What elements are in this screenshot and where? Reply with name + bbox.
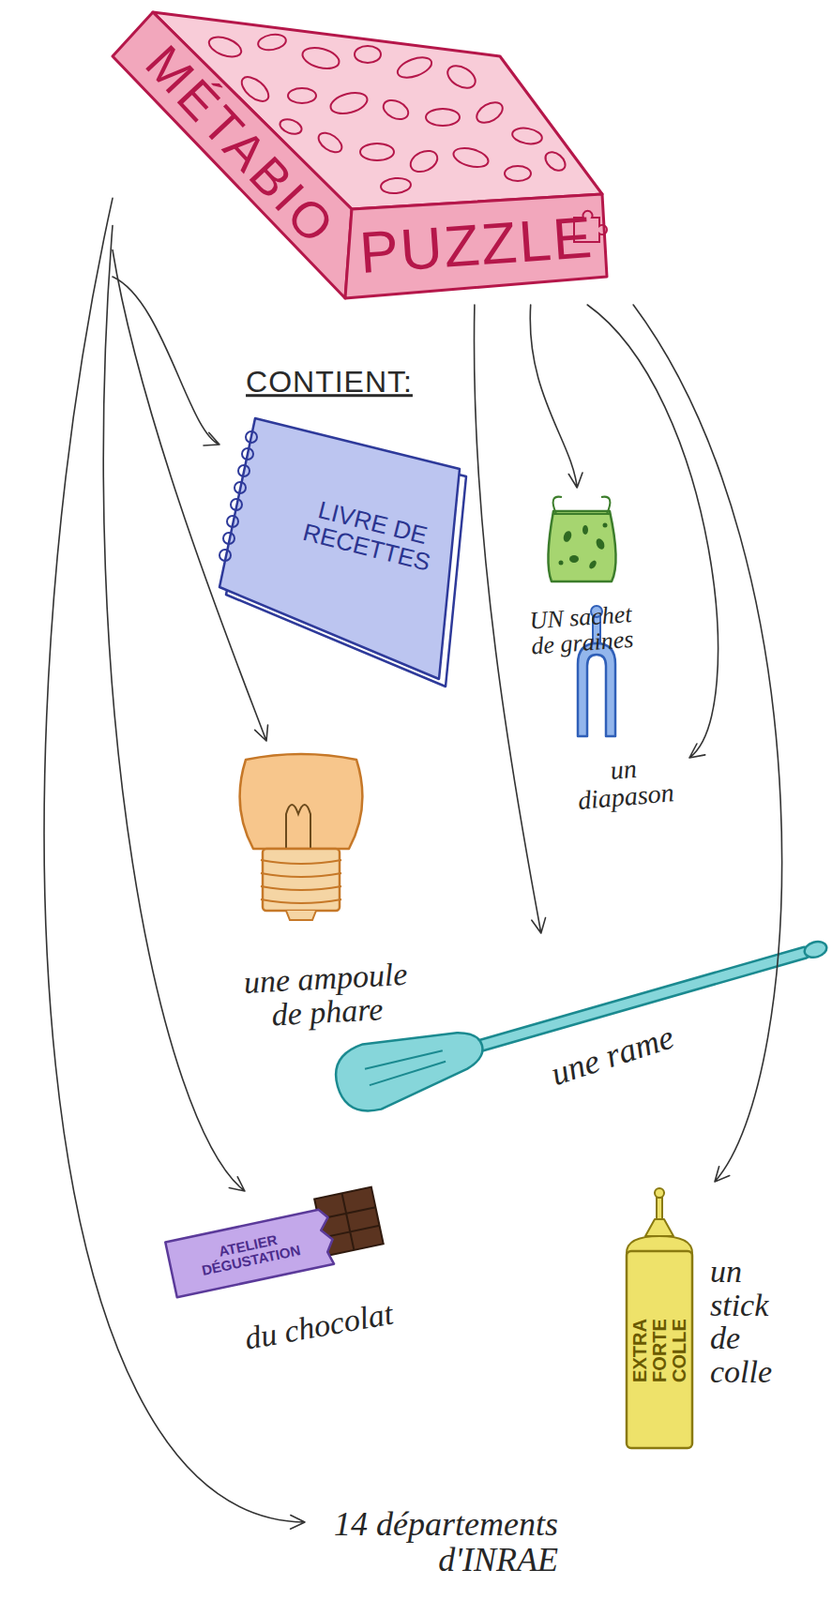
bulb-item: une ampoule de phare: [187, 741, 451, 1070]
chocolate-wrapper: [165, 1208, 338, 1298]
bulb-glass: [240, 754, 364, 849]
puzzle-piece: [300, 44, 342, 73]
puzzle-piece: [206, 32, 244, 61]
bag-body: [547, 511, 616, 582]
puzzle-piece: [257, 32, 288, 53]
seed-bag-item: UN sachet de graines: [506, 487, 657, 676]
recipe-book-item: LIVRE DE RECETTES: [219, 418, 460, 681]
puzzle-piece: [443, 60, 480, 92]
recipe-book-drawing: [219, 418, 467, 687]
book-cover: [219, 418, 460, 680]
arrow-connector: [529, 304, 583, 488]
puzzle-piece: [380, 96, 412, 123]
item-caption: UN sachet de graines: [521, 600, 643, 660]
puzzle-piece: [511, 125, 544, 146]
puzzle-piece: [425, 108, 460, 126]
item-caption: un stick de colle: [710, 1255, 804, 1390]
item-caption: une ampoule de phare: [233, 956, 420, 1033]
seeds: [559, 523, 608, 571]
glue-cone: [645, 1219, 674, 1237]
box-side-title: MÉTABIO: [112, 10, 369, 280]
spiral-ring: [226, 515, 239, 528]
box-front-title: PUZZLE: [338, 204, 615, 285]
tuning-fork-item: un diapason: [548, 600, 690, 826]
wrapper-text: ATELIER DÉGUSTATION: [189, 1226, 311, 1281]
puzzle-piece: [360, 143, 394, 161]
seed-bag-drawing: [547, 497, 616, 582]
puzzle-piece: [394, 53, 435, 82]
chocolate-bar-drawing: [163, 1187, 386, 1299]
bulb-screw-thread: [260, 860, 342, 904]
glue-label-text: EXTRA FORTE COLLE: [630, 1311, 690, 1392]
item-caption: un diapason: [568, 751, 681, 817]
contents-heading: CONTIENT:: [202, 366, 456, 399]
seed: [603, 523, 608, 529]
puzzle-piece: [407, 147, 441, 177]
seed: [582, 525, 589, 535]
glue-stick-drawing: [626, 1188, 693, 1449]
glue-body: [626, 1251, 693, 1449]
seed: [588, 559, 599, 571]
puzzle-box: MÉTABIOPUZZLE: [112, 0, 648, 305]
chocolate-item: ATELIER DÉGUSTATIONdu chocolat: [164, 1191, 404, 1365]
puzzle-piece: [504, 166, 531, 182]
seed: [559, 560, 564, 566]
spiral-ring: [219, 549, 231, 561]
item-caption: une rame: [509, 1007, 717, 1105]
puzzle-piece: [328, 89, 370, 118]
departments-text: 14 départements d'INRAE: [304, 1507, 559, 1579]
paddle-drawing: [328, 913, 832, 1120]
puzzle-piece: [451, 144, 490, 170]
lighthouse-bulb-drawing: [240, 754, 364, 921]
puzzle-piece: [315, 128, 346, 156]
bag-neck: [553, 513, 610, 515]
puzzle-piece: [473, 98, 507, 128]
paddle-item: une rame: [332, 933, 832, 1112]
puzzle-piece: [287, 88, 317, 104]
bag-ties: [553, 497, 611, 515]
spiral-ring: [223, 532, 235, 545]
bulb-tip: [286, 910, 317, 921]
arrow-connector: [112, 250, 269, 742]
puzzle-piece: [237, 72, 273, 106]
spiral-ring: [230, 499, 243, 511]
puzzle-piece: [354, 45, 381, 63]
paddle-grip: [802, 938, 829, 960]
arrow-connector: [103, 226, 245, 1193]
bulb-filament: [286, 804, 311, 849]
glue-nozzle-tip: [654, 1188, 665, 1198]
paddle-blade-lines: [364, 1046, 447, 1086]
spiral-ring: [242, 448, 254, 460]
book-cover-title: LIVRE DE RECETTES: [295, 493, 445, 577]
arrow-connector: [473, 304, 545, 934]
arrow-connector: [587, 304, 718, 758]
puzzle-piece: [277, 116, 303, 137]
inrae-departments: 14 départements d'INRAE: [304, 1491, 559, 1595]
arrow-connector: [633, 304, 782, 1182]
spiral-ring: [238, 465, 250, 477]
glue-nozzle: [656, 1197, 663, 1221]
item-caption: du chocolat: [210, 1290, 429, 1362]
arrow-connector: [112, 276, 220, 446]
paddle-blade: [328, 1013, 492, 1120]
spiral-ring: [245, 431, 258, 443]
glue-stick-item: EXTRA FORTE COLLE un stick de colle: [623, 1181, 817, 1454]
puzzle-piece: [542, 148, 570, 175]
spiral-ring: [234, 482, 246, 494]
seed: [594, 537, 606, 551]
book-spiral: [219, 431, 258, 561]
seed: [569, 555, 579, 563]
fork-prongs: [577, 643, 616, 737]
arrow-connector: [44, 197, 305, 1529]
seed: [561, 529, 574, 544]
puzzle-piece: [379, 177, 411, 196]
